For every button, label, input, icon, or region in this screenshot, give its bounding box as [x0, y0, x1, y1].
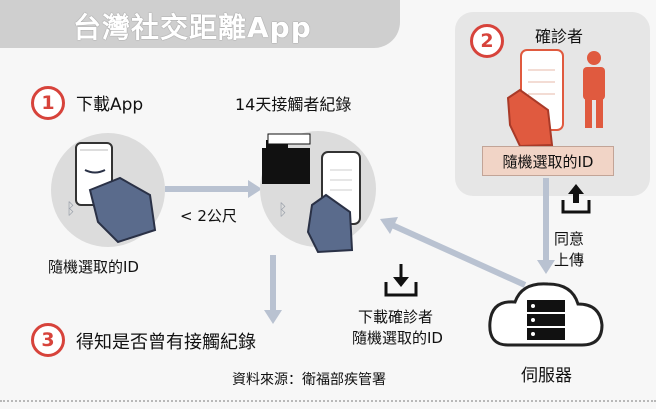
left-phone-in-hand-icon	[75, 142, 157, 244]
step1-label: 下載App	[76, 95, 144, 115]
case-phone-in-hand-icon	[506, 49, 564, 148]
consent-label: 同意	[554, 230, 585, 248]
distance-label: < 2公尺	[180, 207, 237, 225]
title-banner	[0, 0, 400, 48]
server-label: 伺服器	[521, 366, 572, 386]
step1-number: 1	[31, 86, 65, 120]
folder-icon	[262, 133, 311, 184]
middle-phone-in-hand-icon	[306, 151, 361, 254]
step3-label: 得知是否曾有接觸紀錄	[76, 332, 256, 353]
diagram-title: 台灣社交距離App	[73, 11, 312, 44]
arrow-case-to-server	[537, 178, 555, 274]
step2-label: 確診者	[535, 27, 584, 46]
arrow-server-to-phone	[380, 217, 527, 288]
arrow-to-step3	[264, 255, 282, 324]
download-label-line1: 下載確診者	[358, 308, 434, 326]
upload-label: 上傳	[554, 251, 585, 269]
step3-number: 3	[31, 323, 65, 357]
download-label-line2: 隨機選取的ID	[352, 329, 443, 347]
upload-icon	[561, 184, 591, 214]
contact-record-label: 14天接觸者紀錄	[235, 95, 352, 114]
bluetooth-icon-middle: ᛒ	[278, 200, 288, 219]
step2-number: 2	[470, 24, 504, 58]
bluetooth-icon-left: ᛒ	[66, 199, 76, 218]
footer-divider	[0, 400, 656, 402]
random-id-left-label: 隨機選取的ID	[48, 258, 139, 276]
source-label: 資料來源：衛福部疾管署	[232, 372, 386, 388]
confirmed-person-icon	[583, 51, 605, 128]
arrow-distance	[165, 180, 262, 198]
random-id-case-label: 隨機選取的ID	[482, 146, 614, 176]
download-icon	[384, 264, 418, 297]
server-cloud-icon	[488, 282, 604, 347]
